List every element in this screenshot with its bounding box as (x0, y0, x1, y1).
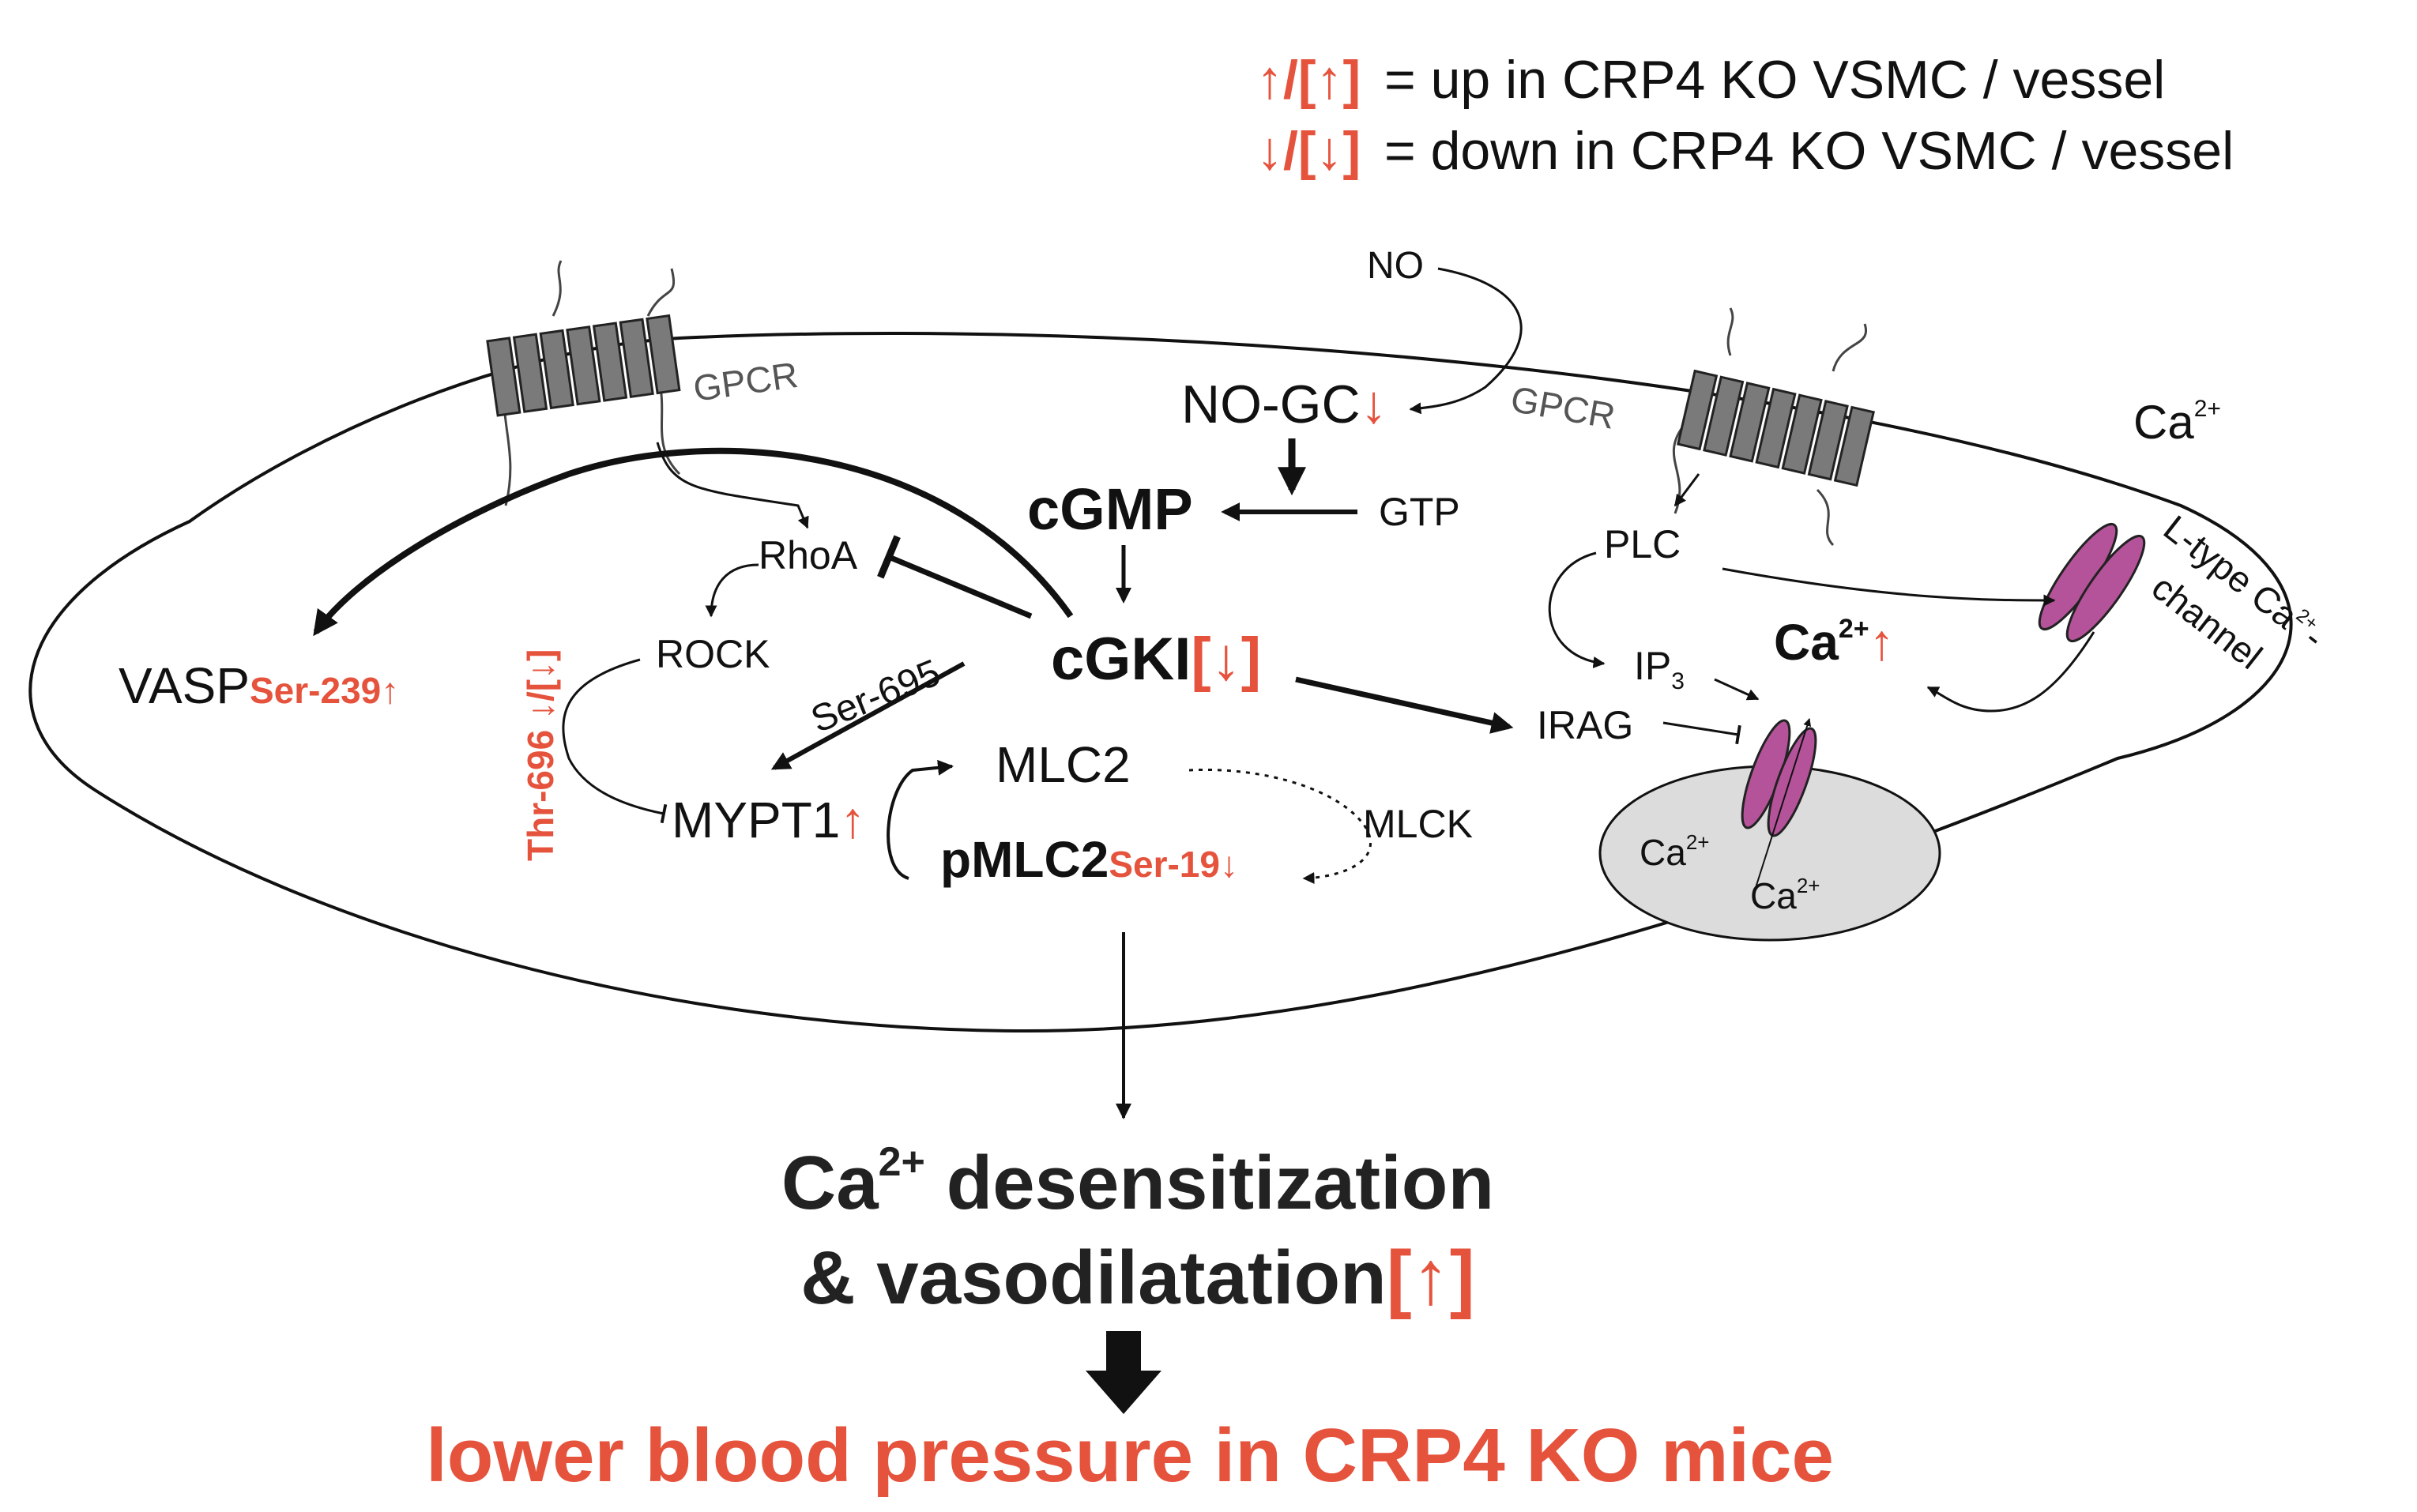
vasp-site-label: Ser-239↑ (250, 670, 399, 711)
gpcr-right-label: GPCR (1508, 378, 1618, 437)
l-type-channel (2038, 522, 2146, 643)
legend-down-text: = down in CRP4 KO VSMC / vessel (1384, 121, 2234, 181)
outcome-line-1: Ca2+ desensitization (781, 1139, 1494, 1225)
no-gc-change-mark: ↓ (1361, 374, 1387, 434)
rhoa-label: RhoA (759, 533, 858, 577)
gpcr-left-label: GPCR (691, 354, 800, 409)
ip3-label: IP3 (1634, 644, 1685, 694)
mlc2-node: MLC2 (996, 736, 1131, 793)
cell-membrane (28, 332, 2293, 1033)
conclusion-text: lower blood pressure in CRP4 KO mice (426, 1413, 1834, 1498)
thr696-label: Thr-696 ↓/[↓] (520, 649, 561, 861)
mlck-label: MLCK (1363, 802, 1473, 846)
legend: ↑/[↑] = up in CRP4 KO VSMC / vessel ↓/[↓… (1256, 50, 2234, 181)
no-label: NO (1367, 245, 1424, 287)
mypt1-change-mark: ↑ (840, 792, 865, 848)
pmlc2-site-label: Ser-19↓ (1109, 844, 1238, 885)
vasp-node: VASPSer-239↑ (119, 657, 399, 714)
gtp-label: GTP (1379, 490, 1460, 534)
ca-cytosol-change-mark: ↑ (1869, 614, 1895, 671)
ca-cytosol-label: Ca2+↑ (1774, 614, 1895, 671)
rock-label: ROCK (656, 632, 770, 676)
irag-label: IRAG (1537, 703, 1633, 747)
cgki-change-mark: [↓] (1191, 626, 1261, 693)
legend-down-symbol: ↓/[↓] (1256, 121, 1361, 181)
gpcr-right-receptor (1672, 307, 1875, 547)
ca-extracellular-label: Ca2+ (2133, 396, 2221, 449)
ca-store-label-1: Ca2+ (1640, 830, 1709, 873)
pathway-arrows (313, 267, 2095, 1119)
pmlc2-node: pMLC2Ser-19↓ (940, 831, 1238, 888)
ser695-label: Ser-695 (805, 652, 946, 741)
ca-store-label-2: Ca2+ (1750, 874, 1820, 916)
mypt1-node: MYPT1↑ (672, 792, 865, 848)
gpcr-left-receptor (486, 260, 681, 506)
ip3-subscript: 3 (1671, 668, 1685, 694)
result-arrow (1086, 1331, 1161, 1414)
cgmp-node: cGMP (1027, 476, 1193, 542)
cgki-node: cGKI[↓] (1051, 626, 1261, 693)
plc-label: PLC (1604, 522, 1681, 566)
no-gc-node: NO-GC↓ (1181, 374, 1387, 434)
outcome-line-2: & vasodilatation[↑] (800, 1236, 1474, 1320)
outcome-change-mark: [↑] (1387, 1236, 1475, 1320)
legend-up-text: = up in CRP4 KO VSMC / vessel (1384, 50, 2165, 110)
legend-up-symbol: ↑/[↑] (1256, 50, 1361, 110)
